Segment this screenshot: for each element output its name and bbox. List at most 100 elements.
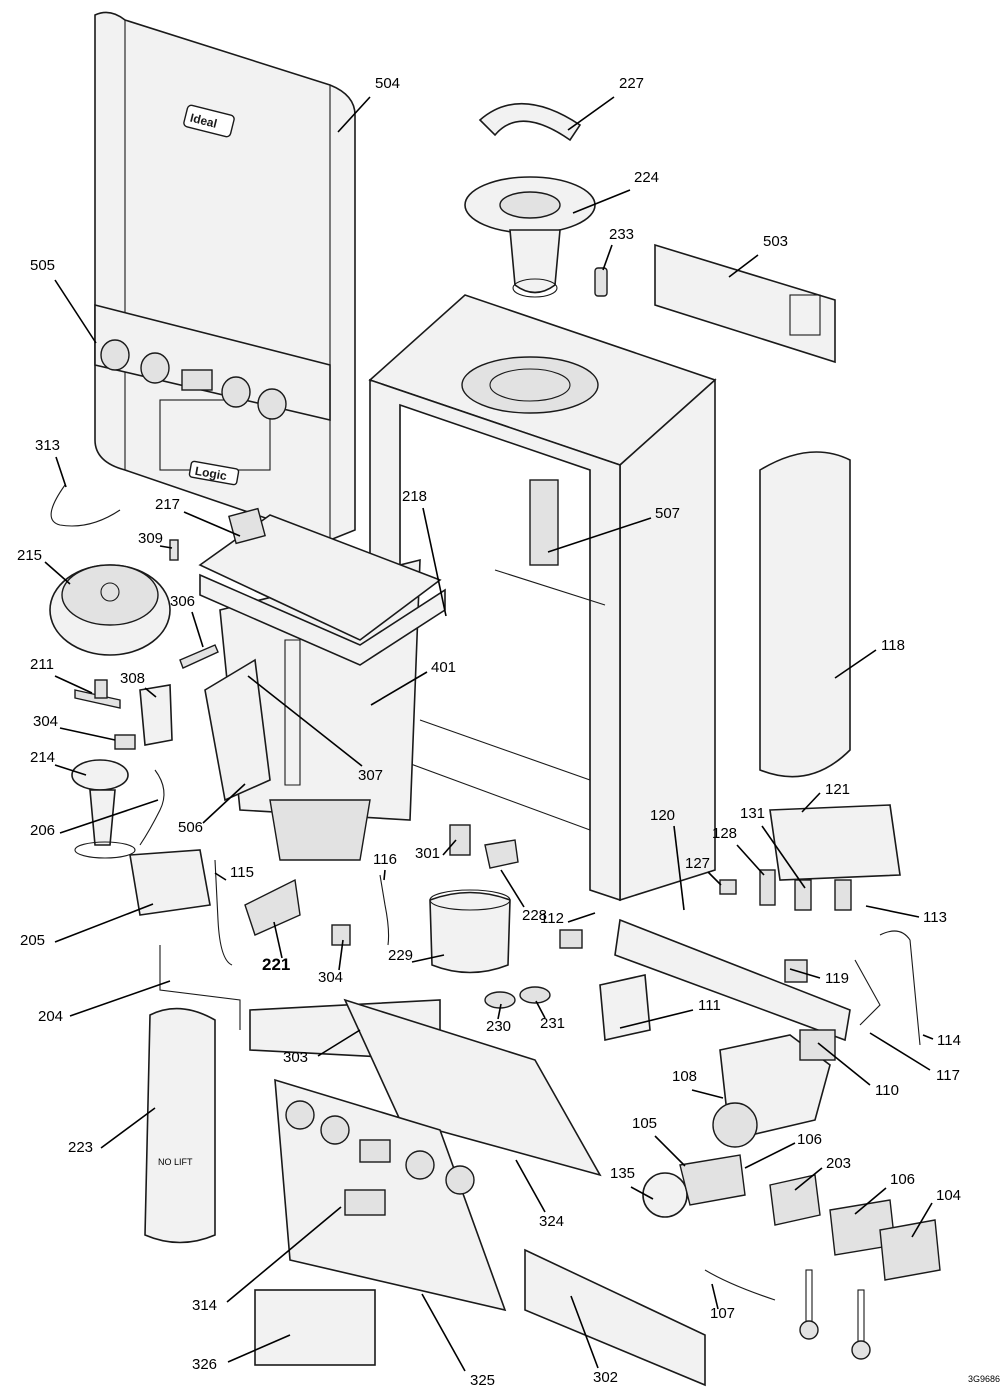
lift-label: NO LIFT (158, 1157, 193, 1167)
callout-c313: 313 (35, 437, 60, 454)
leader-line-c104 (911, 1202, 933, 1238)
callout-c304a: 304 (33, 713, 58, 730)
leader-line-c128 (736, 844, 765, 876)
part-131 (794, 879, 812, 911)
leader-line-c228 (500, 869, 525, 908)
part-314 (344, 1189, 386, 1216)
part-308-generator (139, 684, 173, 746)
model-label: Logic (194, 464, 228, 483)
leader-line-c217 (183, 511, 241, 537)
part-135 (642, 1172, 688, 1218)
part-505-fascia (94, 303, 331, 422)
part-203-valve (769, 1174, 821, 1226)
leader-line-c120 (673, 825, 685, 911)
callout-c105: 105 (632, 1115, 657, 1132)
callout-c115: 115 (230, 864, 254, 881)
part-104-valve (879, 1219, 941, 1281)
callout-c119: 119 (825, 970, 849, 987)
leader-line-c308 (144, 687, 157, 698)
leader-line-c313 (55, 456, 67, 488)
callout-c230: 230 (486, 1018, 511, 1035)
callout-c504: 504 (375, 75, 400, 92)
leader-line-c504 (337, 96, 371, 133)
part-507-clip (529, 479, 559, 566)
part-506-bracket (204, 658, 271, 802)
part-107-pipe (704, 1269, 776, 1301)
leader-line-c326 (227, 1334, 291, 1363)
callout-c224: 224 (634, 169, 659, 186)
part-301-clip (449, 824, 471, 856)
callout-c128: 128 (712, 825, 737, 842)
callout-c118: 118 (881, 637, 905, 654)
leader-line-c233 (602, 244, 613, 271)
callout-c303: 303 (283, 1049, 308, 1066)
callout-c231: 231 (540, 1015, 565, 1032)
leader-line-c227 (567, 96, 615, 131)
leader-line-c113 (865, 905, 920, 918)
part-112 (559, 929, 583, 949)
callout-c121: 121 (825, 781, 850, 798)
callout-c135: 135 (610, 1165, 635, 1182)
callout-c308: 308 (120, 670, 145, 687)
leader-line-c112 (567, 912, 596, 923)
leader-line-c119 (789, 968, 821, 979)
callout-c227: 227 (619, 75, 644, 92)
callout-c304b: 304 (318, 969, 343, 986)
callout-c114: 114 (937, 1032, 961, 1049)
callout-c218: 218 (402, 488, 427, 505)
callout-c314: 314 (192, 1297, 217, 1314)
leader-line-c303 (317, 1029, 361, 1057)
part-231-cap (519, 986, 551, 1004)
leader-line-c115 (214, 872, 227, 881)
part-206-pipe (139, 769, 165, 846)
callout-c203: 203 (826, 1155, 851, 1172)
callout-c221: 221 (262, 955, 290, 974)
part-214-venturi (71, 759, 136, 859)
leader-line-c110 (817, 1042, 871, 1086)
part-205-gas-valve (129, 849, 211, 916)
callout-c215: 215 (17, 547, 42, 564)
callout-c106b: 106 (890, 1171, 915, 1188)
part-227-gasket (478, 102, 582, 142)
part-111 (599, 974, 651, 1041)
callout-c116: 116 (373, 851, 397, 868)
leader-line-c231 (535, 1000, 546, 1019)
callout-c324: 324 (539, 1213, 564, 1230)
leader-line-c307 (247, 675, 363, 767)
leader-line-c135 (630, 1186, 654, 1200)
part-304-clip-a (114, 734, 136, 750)
part-221-filter (244, 878, 301, 936)
callout-c107: 107 (710, 1305, 735, 1322)
part-326-display (254, 1289, 376, 1366)
leader-line-c507 (547, 517, 652, 553)
callout-c110: 110 (875, 1082, 899, 1099)
part-324-panel (343, 998, 602, 1177)
leader-line-c301 (442, 839, 457, 856)
leader-line-c223 (100, 1107, 156, 1149)
callout-c206: 206 (30, 822, 55, 839)
part-108-pump (712, 1034, 831, 1148)
callout-c325: 325 (470, 1372, 495, 1387)
callout-c223: 223 (68, 1139, 93, 1156)
callout-c112: 112 (540, 910, 564, 927)
part-223-trap: NO LIFT (144, 1007, 216, 1244)
leader-line-c118 (834, 649, 877, 679)
leader-line-c304a (59, 727, 116, 741)
leader-line-c206 (59, 799, 159, 834)
leader-line-c106b (854, 1187, 887, 1215)
leader-line-c229 (411, 954, 445, 963)
callout-c309: 309 (138, 530, 163, 547)
callout-c108: 108 (672, 1068, 697, 1085)
brand-label: Ideal (189, 111, 219, 131)
part-224-flue-turret (464, 176, 596, 298)
part-302-pcb (524, 1248, 706, 1387)
part-114-pipe (879, 930, 921, 1046)
callout-c233: 233 (609, 226, 634, 243)
part-313-lead (50, 484, 121, 527)
leader-line-c111 (619, 1009, 694, 1029)
part-325-housing (274, 1078, 507, 1312)
drawing-code: 3G9686 (968, 1374, 1000, 1384)
